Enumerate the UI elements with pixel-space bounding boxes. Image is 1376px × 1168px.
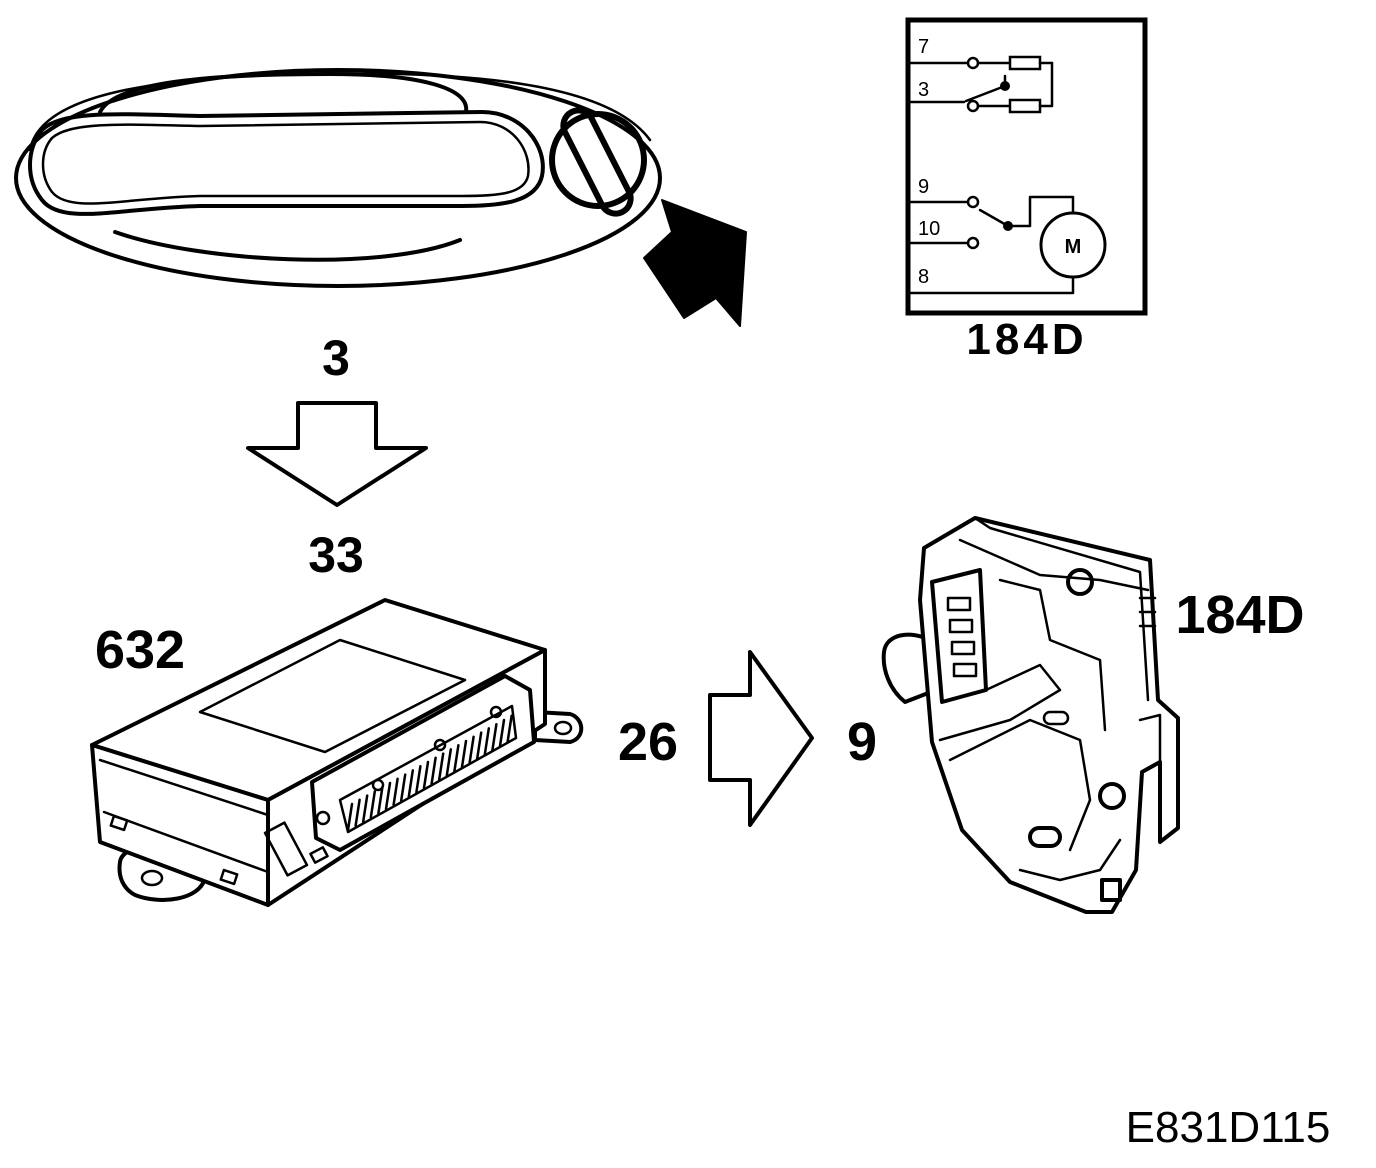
- housing-panel: [998, 578, 1107, 732]
- schematic: M 7 3 9 10 8: [905, 17, 1148, 316]
- pin-label-3: 3: [918, 79, 929, 101]
- resistor-2-icon: [1008, 98, 1042, 114]
- output-to-label: 9: [847, 712, 877, 772]
- connector-screw-2: [371, 778, 385, 792]
- switch-1-contact: [966, 99, 980, 113]
- handle-recess-top: [98, 72, 469, 114]
- pin-label-7: 7: [918, 36, 929, 58]
- actuator-connector: [930, 568, 988, 704]
- pin-8-wire: [908, 275, 1075, 295]
- switch-1-arm: [964, 84, 1007, 103]
- door-handle: [14, 68, 662, 288]
- connector-pins: [346, 714, 513, 832]
- lock-cylinder-ring: [549, 111, 647, 209]
- handle-grip-inner: [41, 120, 530, 205]
- bottom-clip: [1100, 878, 1122, 902]
- pin-10-contact: [966, 236, 980, 250]
- connector-screw-1: [315, 810, 331, 826]
- figure-id: E831D115: [1126, 1103, 1331, 1152]
- pin-label-9: 9: [918, 176, 929, 198]
- connector-pin-field: [338, 704, 518, 834]
- left-face-rib: [102, 810, 270, 874]
- connector-housing: [310, 674, 536, 852]
- lock-cylinder: [549, 107, 647, 217]
- handle-escutcheon-outline: [14, 68, 662, 288]
- connector-screw-4: [489, 705, 503, 719]
- pin-label-10: 10: [918, 218, 940, 240]
- left-face-notch-1: [109, 814, 129, 832]
- lock-actuator-label: 184D: [1175, 585, 1304, 645]
- key-turn-arrow-icon: [643, 199, 747, 327]
- schematic-label: 184D: [966, 315, 1087, 364]
- connector-slot-3: [950, 640, 976, 656]
- down-arrow-icon: [246, 401, 428, 507]
- latch-slot: [1028, 826, 1062, 848]
- housing-step: [938, 663, 1062, 742]
- signal-to-label: 33: [308, 527, 364, 583]
- signal-from-label: 3: [322, 330, 350, 386]
- switch-2-arm: [978, 208, 1010, 228]
- connector-slot-1: [946, 596, 972, 612]
- control-unit-label: 632: [95, 620, 185, 680]
- lock-actuator: [881, 516, 1180, 914]
- left-face-edge: [98, 758, 270, 817]
- housing-bracket: [1138, 713, 1162, 762]
- handle-grip: [28, 110, 545, 216]
- pin-9-contact: [966, 195, 980, 209]
- side-latch: [263, 821, 309, 877]
- output-from-label: 26: [618, 712, 678, 772]
- control-unit: [90, 598, 584, 907]
- connector-screw-3: [433, 738, 447, 752]
- right-face-notch: [309, 846, 329, 864]
- mounting-hole-right: [553, 720, 573, 736]
- connector-slot-4: [952, 662, 978, 678]
- resistor-1-icon: [1008, 55, 1042, 71]
- label-plate: [198, 638, 467, 754]
- small-slot: [1042, 710, 1070, 726]
- key-slot: [560, 107, 634, 217]
- actuator-body: [918, 516, 1180, 914]
- housing-recess: [948, 718, 1092, 852]
- mounting-hole-left: [140, 869, 164, 887]
- handle-recess-bottom: [113, 230, 462, 262]
- pin-label-8: 8: [918, 266, 929, 288]
- connector-slot-2: [948, 618, 974, 634]
- mount-hole-lower: [1098, 782, 1126, 810]
- actuator-top-edge: [973, 516, 1150, 702]
- left-face-notch-2: [219, 868, 239, 886]
- motor-label: M: [1065, 236, 1082, 258]
- pin-7-contact: [966, 56, 980, 70]
- motor-feed-wire: [1006, 195, 1075, 228]
- housing-bottom-edge: [1018, 838, 1122, 882]
- right-arrow-icon: [708, 650, 814, 827]
- mount-hole-upper: [1066, 568, 1094, 596]
